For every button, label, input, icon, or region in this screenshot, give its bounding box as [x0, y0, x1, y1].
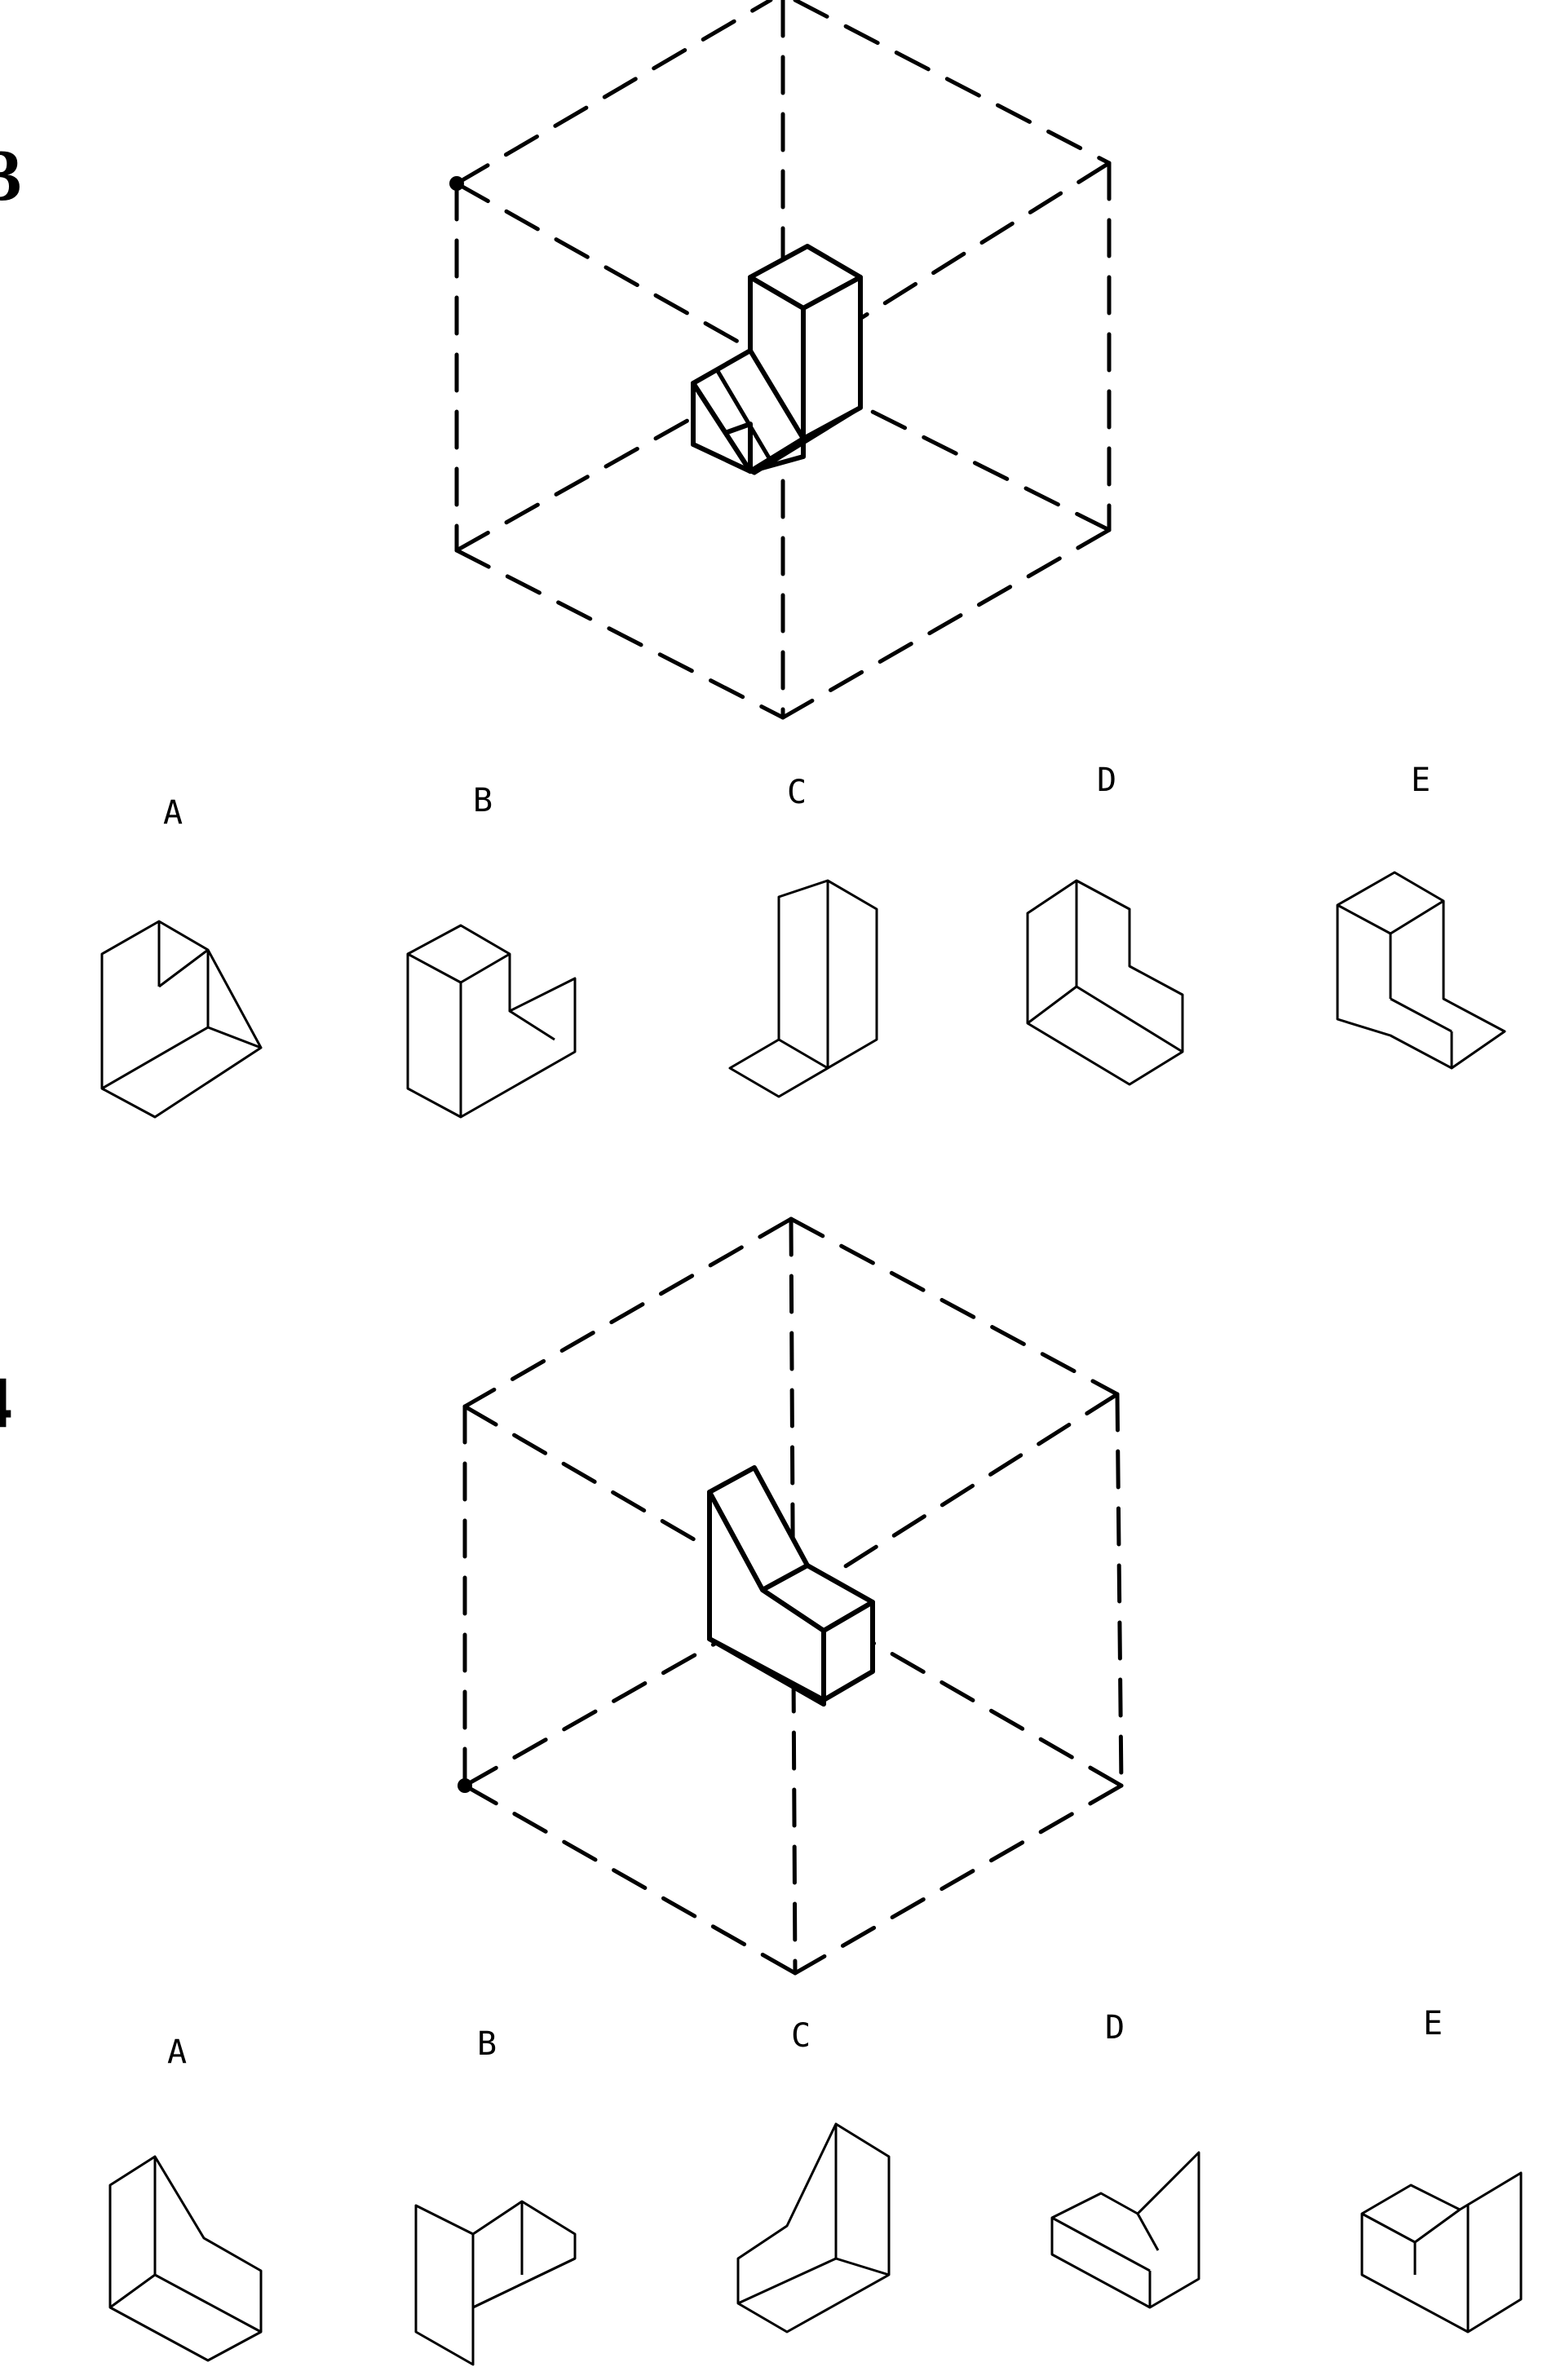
option-b-label: B: [473, 782, 493, 819]
problem-3-number: 3: [0, 135, 22, 216]
option-b-shape[interactable]: [406, 924, 577, 1119]
option-c-shape[interactable]: [736, 2122, 891, 2334]
option-c-label: C: [791, 2017, 811, 2055]
problem-3: 3: [0, 0, 1506, 1119]
option-b-label: B: [477, 2025, 497, 2063]
option-a-shape[interactable]: [108, 2155, 263, 2362]
problem-4-reference-cube: [458, 1216, 1124, 1976]
option-e-label: E: [1411, 762, 1430, 799]
option-c-label: C: [787, 774, 807, 811]
option-e-shape[interactable]: [1336, 871, 1506, 1070]
option-d-label: D: [1097, 762, 1116, 799]
option-b-shape[interactable]: [414, 2200, 577, 2366]
option-e-shape[interactable]: [1360, 2171, 1523, 2334]
option-c-shape[interactable]: [728, 879, 878, 1098]
problem-3-reference-cube: [449, 0, 1112, 720]
option-d-label: D: [1105, 2009, 1125, 2047]
option-d-shape[interactable]: [1050, 2151, 1200, 2309]
option-a-shape[interactable]: [100, 920, 263, 1119]
option-a-label: A: [167, 2033, 187, 2071]
problem-4: 4 A B C D: [0, 1216, 1523, 2366]
option-d-shape[interactable]: [1026, 879, 1184, 1086]
corner-dot: [449, 176, 464, 191]
problem-4-number: 4: [0, 1362, 12, 1443]
problem-3-object: [691, 244, 863, 475]
option-e-label: E: [1423, 2005, 1443, 2042]
problem-4-object: [707, 1465, 875, 1707]
corner-dot: [458, 1778, 472, 1793]
option-a-label: A: [163, 794, 183, 832]
